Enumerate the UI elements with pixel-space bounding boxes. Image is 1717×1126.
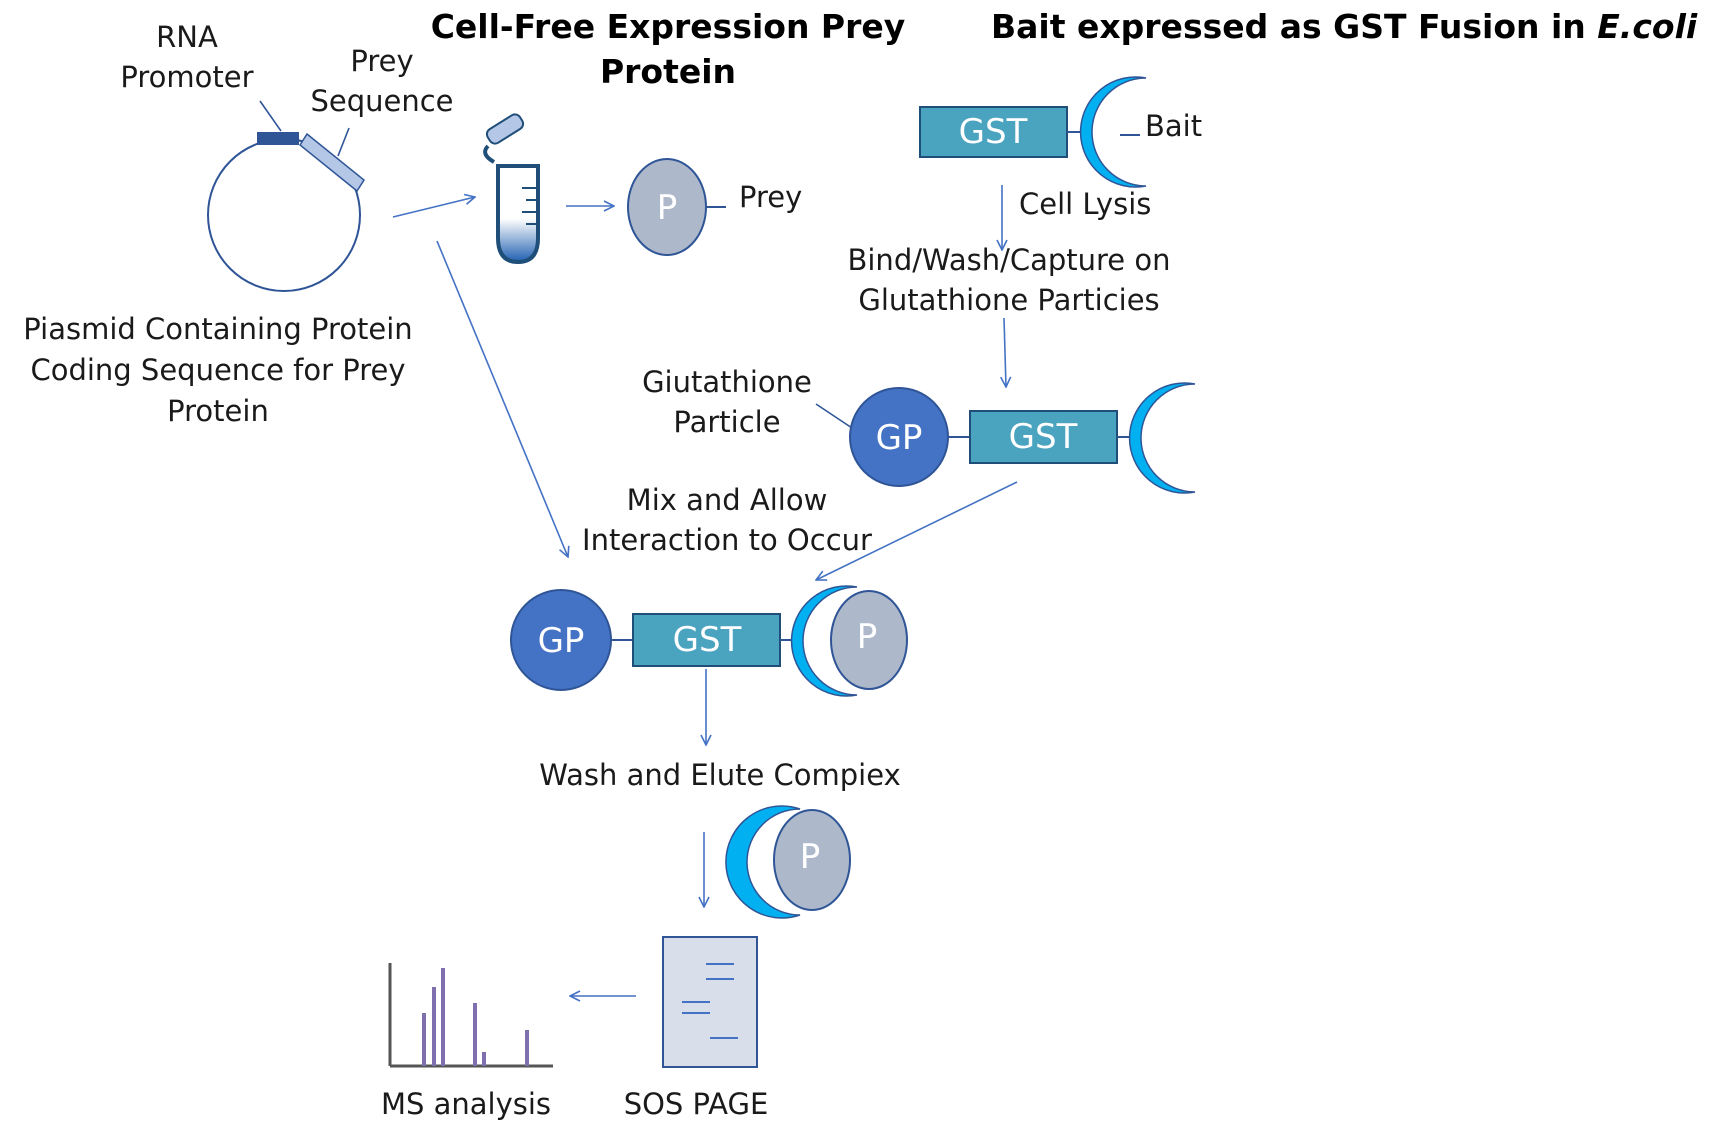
prey-protein [627,158,707,256]
bait-title-prefix: Bait expressed as GST Fusion in [991,7,1597,46]
arrow-to-particle-capture [1004,317,1006,387]
prey-symbol-eluted: P [800,837,821,877]
bait-symbol-top: B [1093,113,1116,153]
bait-symbol-eluted: B [750,841,773,881]
prey-symbol-bound: P [857,617,878,657]
glutathione-particle-leader [815,403,853,429]
gst-symbol-bottom: GST [673,620,742,660]
bait-protein-mid [1128,382,1196,494]
gst-symbol-top: GST [959,112,1028,152]
arrow-plasmid-to-complex [436,240,568,557]
prey-protein-eluted [773,809,851,911]
glutathione-particle-label-2: Particle [673,405,780,439]
prey-sequence-label-2: Sequence [310,84,453,118]
plasmid-label-2: Coding Sequence for Prey [30,353,405,387]
bait-symbol-mid: B [1145,418,1168,458]
rna-promoter-label-2: Promoter [120,60,253,94]
cell-lysis-label: Cell Lysis [1019,187,1151,221]
bind-wash-label-1: Bind/Wash/Capture on [847,243,1170,277]
bait-title-organism: E.coli [1597,7,1698,46]
wash-elute-label: Wash and Elute Compiex [539,758,900,792]
plasmid-label-3: Protein [167,394,269,428]
prey-sequence-leader [337,127,350,157]
arrow-plasmid-to-tube [392,197,475,218]
prey-label: Prey [739,180,802,214]
gst-symbol-mid: GST [1009,417,1078,457]
microtube-icon [483,113,540,265]
gp-symbol-bottom: GP [538,621,585,661]
mix-label-2: Interaction to Occur [582,523,872,557]
cell-free-title-line1: Cell-Free Expression Prey [431,7,906,46]
prey-sequence-label-1: Prey [350,44,413,78]
bait-title: Bait expressed as GST Fusion in E.coli [991,7,1698,46]
prey-protein-symbol: P [657,188,678,228]
glutathione-particle-label-1: Giutathione [642,365,812,399]
bait-symbol-bottom: B [806,621,829,661]
sds-gel-icon [662,936,758,1068]
plasmid-label-1: Piasmid Containing Protein [23,312,412,346]
gst-box-bottom [632,613,781,667]
arrow-mix [816,481,1018,580]
gp-symbol-mid: GP [876,418,923,458]
ms-analysis-label: MS analysis [381,1087,551,1121]
bind-wash-label-2: Glutathione Particies [858,283,1159,317]
rna-promoter-label-1: RNA [156,20,218,54]
bait-label: Bait [1145,109,1202,143]
sds-page-label: SOS PAGE [624,1087,769,1121]
bait-protein-top [1079,76,1147,188]
rna-promoter-leader [259,100,282,132]
mix-label-1: Mix and Allow [627,483,828,517]
mass-spectrum-icon [388,963,553,1068]
bait-protein-bottom [790,585,858,697]
prey-protein-bound [830,590,908,690]
bait-protein-eluted [725,805,801,919]
cell-free-title-line2: Protein [600,52,736,91]
plasmid-icon [207,132,365,292]
